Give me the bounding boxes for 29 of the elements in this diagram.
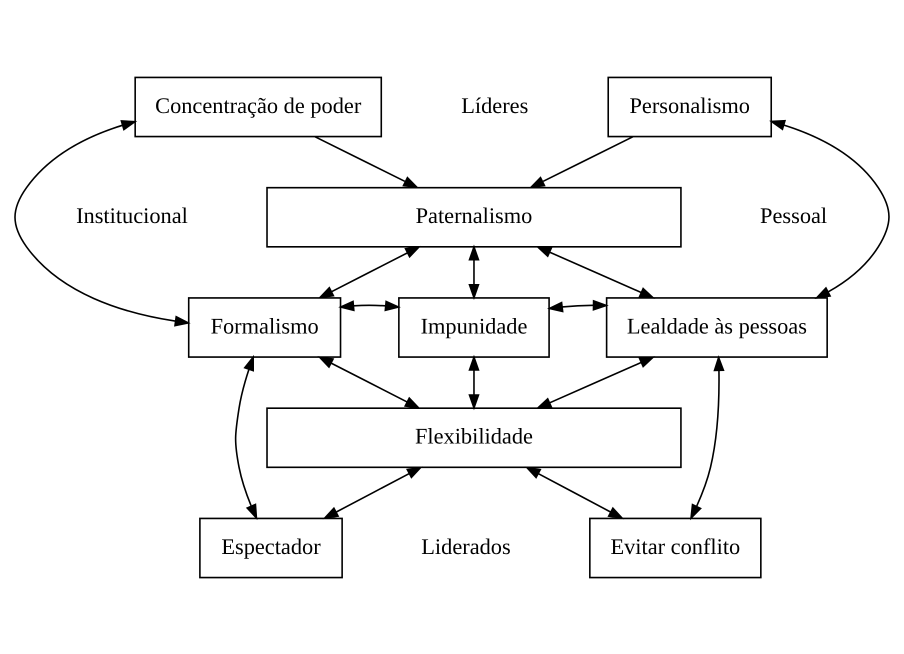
- arrow: [547, 299, 609, 312]
- arrow: [14, 120, 191, 326]
- label: Liderados: [421, 533, 511, 558]
- arrow: [690, 354, 725, 520]
- node-box: Espectador: [199, 517, 343, 578]
- arrow: [536, 245, 656, 298]
- arrow: [338, 300, 401, 311]
- label: Pessoal: [760, 202, 828, 228]
- arrow: [536, 356, 656, 409]
- arrow: [234, 354, 258, 520]
- node-box: Concentração de poder: [134, 76, 382, 137]
- arrow: [468, 354, 480, 410]
- arrow: [468, 244, 480, 300]
- arrow: [769, 119, 890, 299]
- arrow: [314, 135, 420, 188]
- node-box: Paternalismo: [266, 186, 682, 248]
- label: Institucional: [76, 202, 188, 228]
- node-box: Formalismo: [188, 296, 342, 358]
- node-box: Personalismo: [607, 76, 772, 137]
- arrow: [528, 135, 634, 188]
- node-box: Flexibilidade: [266, 406, 682, 468]
- arrow: [318, 245, 422, 298]
- node-box: Impunidade: [398, 296, 550, 358]
- arrow: [317, 356, 421, 408]
- node-box: Evitar conflito: [589, 517, 762, 578]
- arrow: [322, 466, 423, 519]
- node-box: Lealdade às pessoas: [606, 296, 828, 358]
- label: Líderes: [461, 92, 528, 118]
- arrow: [524, 466, 624, 519]
